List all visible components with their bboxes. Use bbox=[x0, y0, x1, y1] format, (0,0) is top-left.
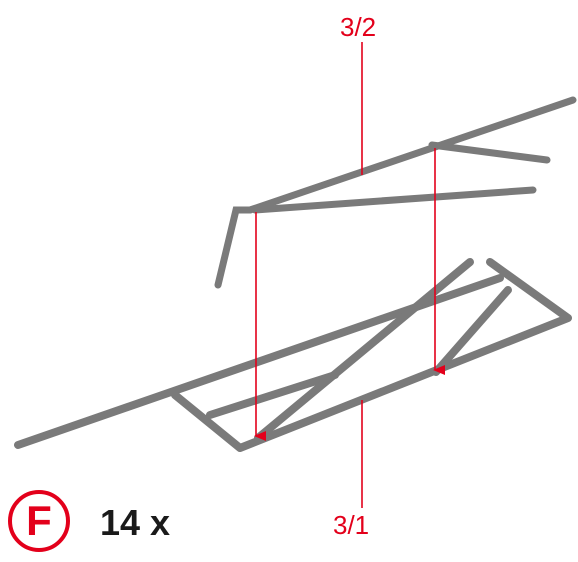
upper-long-rod bbox=[246, 96, 577, 214]
part-label-top: 3/2 bbox=[340, 12, 377, 42]
lower-inner-rod bbox=[206, 371, 339, 419]
upper-frame-part bbox=[214, 96, 577, 289]
lower-frame-outline bbox=[171, 258, 572, 452]
part-label-bottom: 3/1 bbox=[333, 510, 370, 540]
upper-bent-rod bbox=[214, 206, 254, 289]
callouts bbox=[254, 42, 445, 508]
upper-short-rod bbox=[428, 141, 551, 164]
lower-diagonal-2 bbox=[432, 286, 512, 376]
lower-frame-part bbox=[14, 258, 572, 452]
upper-cross-rod bbox=[251, 186, 537, 214]
quantity-label: 14 x bbox=[100, 502, 171, 543]
lower-main-rod bbox=[14, 274, 504, 449]
step-badge: F bbox=[8, 490, 70, 552]
